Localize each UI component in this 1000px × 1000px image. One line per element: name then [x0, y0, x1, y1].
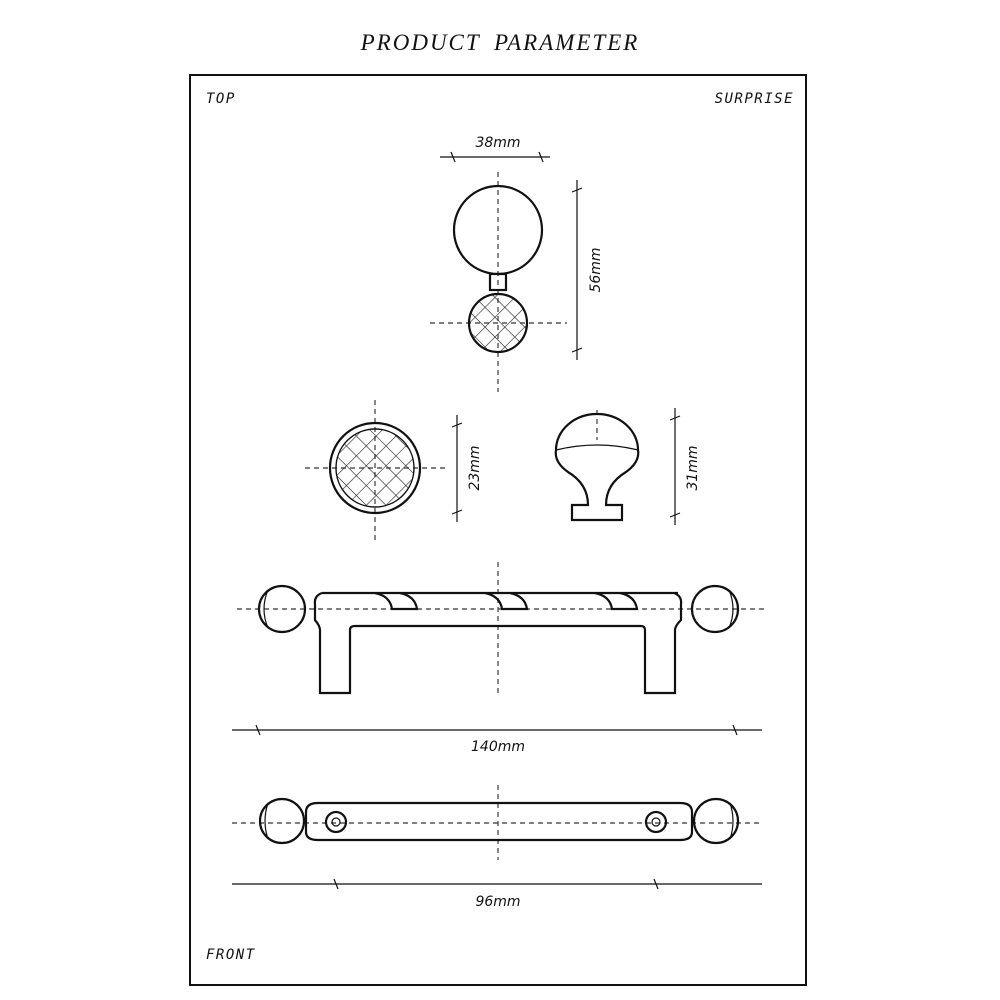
label-surprise: SURPRISE [714, 91, 794, 107]
handle-side-view-drawing [232, 562, 767, 736]
label-top: TOP [206, 91, 236, 107]
dimension-56mm: 56mm [588, 247, 604, 292]
dimension-140mm: 140mm [471, 739, 525, 755]
knob-face-drawing [305, 400, 463, 540]
label-front: FRONT [206, 947, 256, 963]
dimension-31mm: 31mm [685, 445, 701, 490]
dimension-96mm: 96mm [475, 894, 520, 910]
frame-border [189, 74, 807, 986]
handle-front-view-drawing [232, 785, 762, 890]
top-view-drawing [430, 151, 583, 392]
dimension-38mm: 38mm [475, 135, 520, 151]
knob-profile-drawing [554, 408, 681, 525]
page-title: PRODUCT PARAMETER [360, 30, 640, 55]
dimension-23mm: 23mm [467, 445, 483, 490]
